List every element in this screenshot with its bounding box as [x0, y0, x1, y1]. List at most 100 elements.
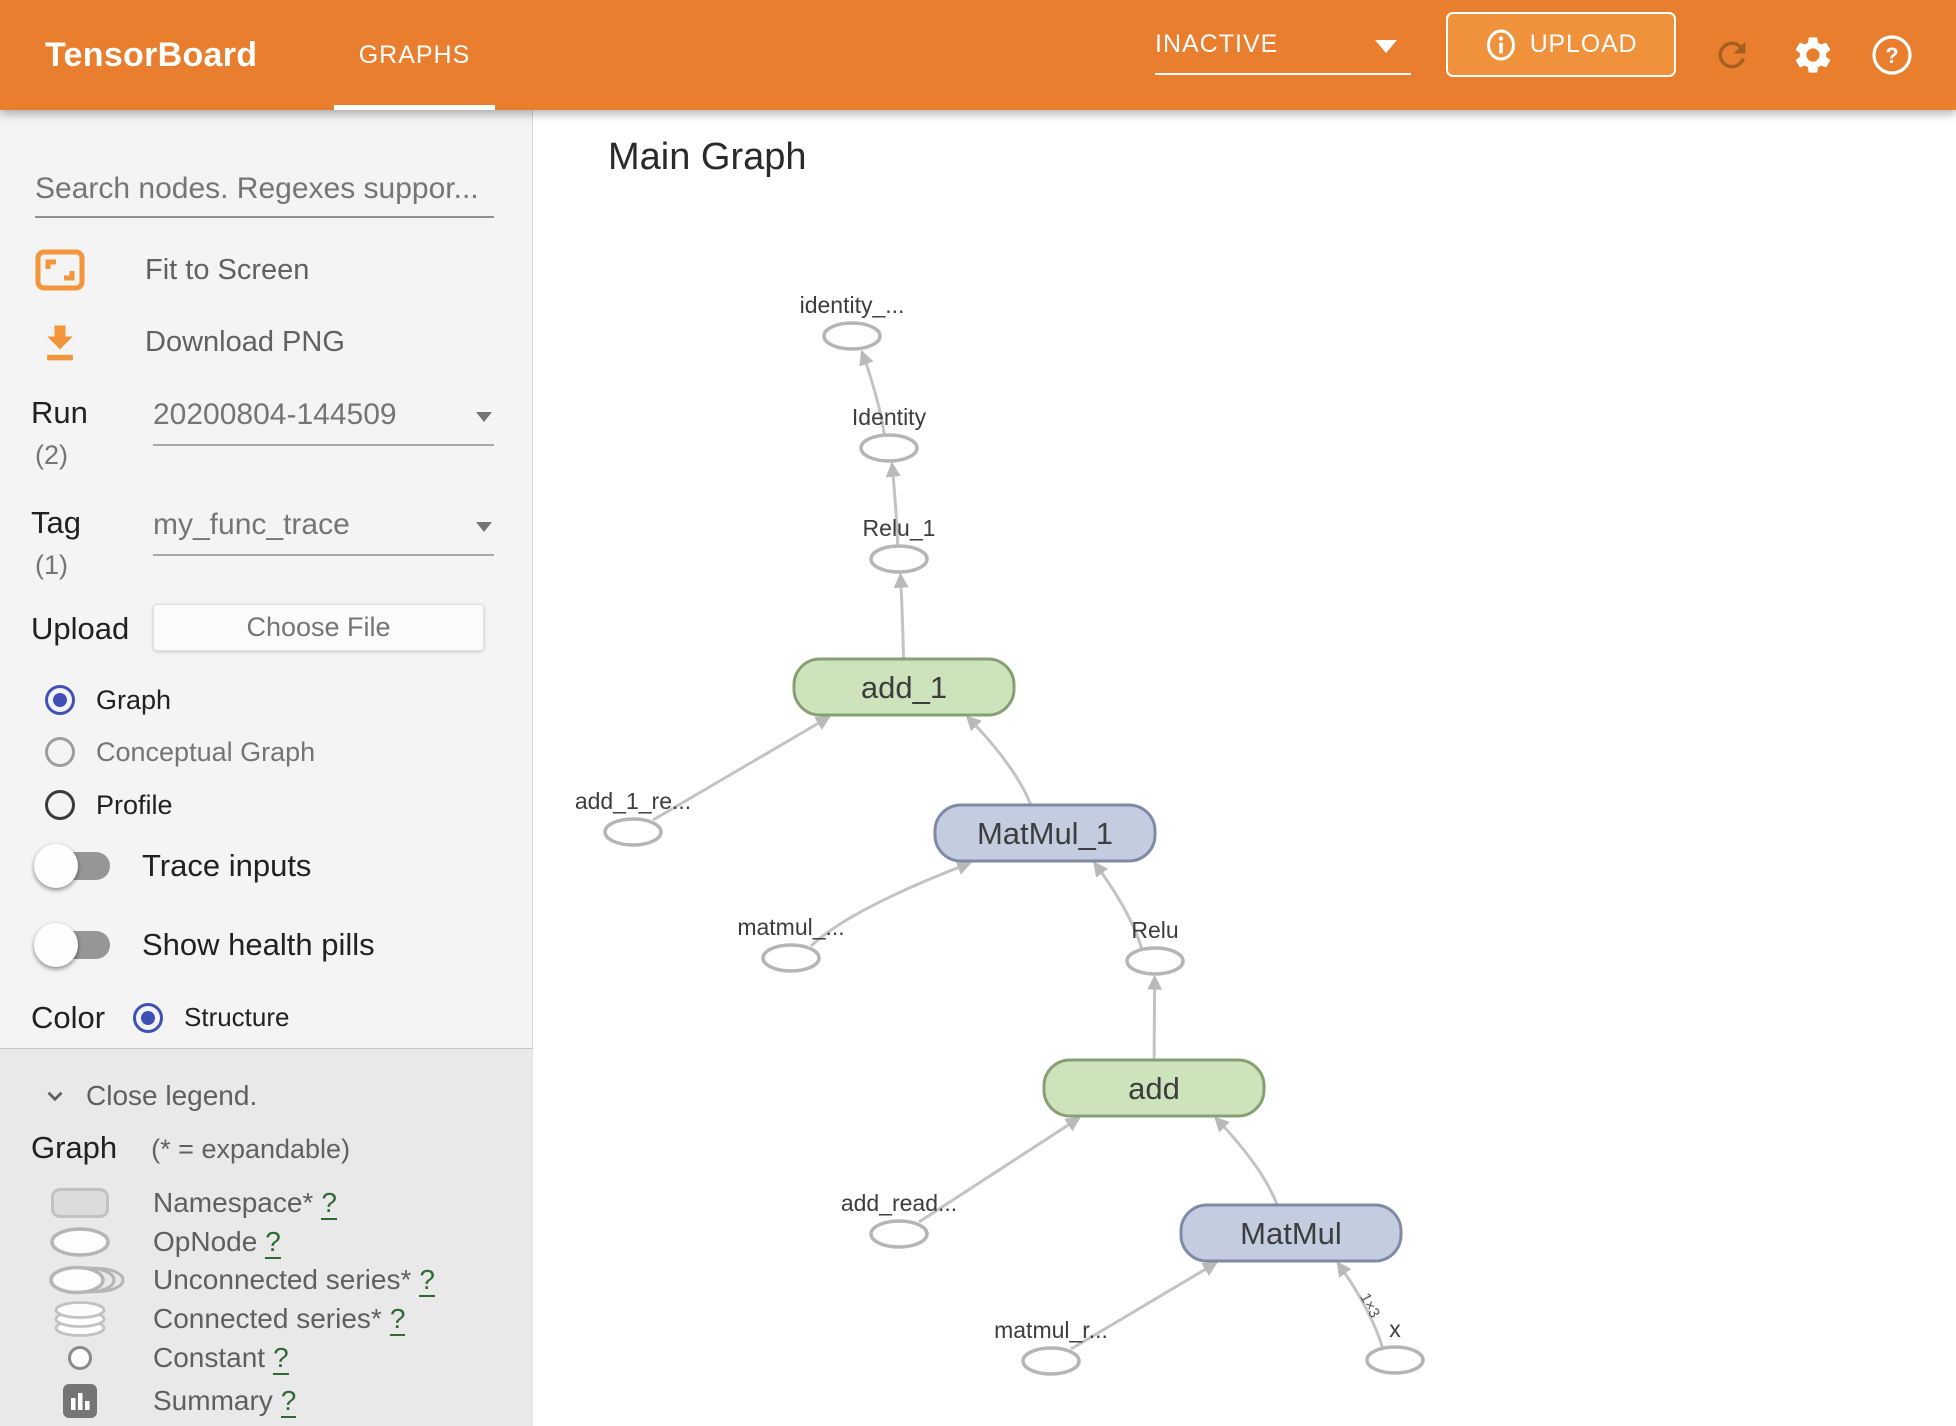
node-label: Identity	[852, 404, 927, 430]
tab-active-underline	[334, 105, 495, 110]
legend-item-summary: Summary?	[0, 1381, 533, 1421]
node-label: matmul_...	[737, 914, 844, 940]
tag-select[interactable]: my_func_trace	[153, 508, 494, 556]
legend-item-label: Constant	[153, 1342, 266, 1373]
help-link[interactable]: ?	[389, 1303, 406, 1336]
graph-node-add[interactable]: add	[1042, 1058, 1266, 1118]
graph-node-matmul_[interactable]: matmul_...	[737, 914, 845, 973]
graph-node-Relu[interactable]: Relu	[1125, 917, 1185, 976]
graph-node-MatMul[interactable]: MatMul	[1179, 1203, 1403, 1263]
view-option-profile[interactable]: Profile	[45, 790, 173, 820]
color-label: Color	[31, 1000, 106, 1035]
legend-heading: Graph (* = expandable)	[31, 1130, 350, 1170]
status-dropdown-underline	[1155, 73, 1411, 75]
legend-item-connected-series: Connected series*?	[0, 1299, 533, 1339]
run-label: Run	[31, 395, 88, 430]
view-option-graph[interactable]: Graph	[45, 685, 171, 715]
gear-icon	[1795, 37, 1831, 73]
namespace-shape-icon	[40, 1183, 120, 1223]
legend-expandable-note: (* = expandable)	[151, 1134, 351, 1164]
search-input[interactable]	[35, 162, 494, 218]
radio-unselected-icon	[45, 737, 75, 767]
opnode-shape-icon	[40, 1222, 120, 1262]
refresh-button[interactable]	[1712, 0, 1752, 110]
close-legend-button[interactable]: Close legend.	[42, 1076, 257, 1116]
download-png-label: Download PNG	[145, 325, 345, 358]
graph-node-add_read[interactable]: add_read...	[841, 1190, 957, 1249]
legend-item-namespace: Namespace*?	[0, 1183, 533, 1223]
graph-edge	[1093, 861, 1144, 950]
node-label: MatMul	[1240, 1216, 1342, 1251]
graph-edge	[1147, 974, 1163, 1061]
tag-label: Tag	[31, 505, 81, 540]
constant-shape-icon	[40, 1338, 120, 1378]
help-link[interactable]: ?	[273, 1342, 289, 1375]
chevron-down-icon	[47, 1091, 63, 1102]
chevron-down-icon	[476, 412, 492, 422]
node-label: x	[1389, 1316, 1401, 1342]
tag-count: (1)	[35, 550, 68, 580]
upload-button[interactable]: UPLOAD	[1446, 12, 1676, 77]
help-link[interactable]: ?	[419, 1264, 435, 1297]
graph-node-matmul_r[interactable]: matmul_r...	[994, 1317, 1108, 1376]
help-button[interactable]: ?	[1870, 0, 1914, 110]
run-select[interactable]: 20200804-144509	[153, 398, 494, 446]
graph-node-add_1[interactable]: add_1	[792, 657, 1016, 717]
help-icon: ?	[1872, 35, 1912, 75]
computation-graph-canvas[interactable]: 1×3identity_...IdentityRelu_1add_1add_1_…	[534, 110, 1956, 1426]
help-link[interactable]: ?	[280, 1385, 297, 1418]
tab-graphs[interactable]: GRAPHS	[358, 40, 471, 69]
settings-button[interactable]	[1791, 0, 1835, 110]
run-select-underline	[153, 444, 494, 446]
view-option-label: Graph	[96, 684, 172, 715]
legend-item-label: OpNode	[153, 1226, 258, 1257]
tag-select-value: my_func_trace	[153, 508, 350, 541]
choose-file-button[interactable]: Choose File	[153, 604, 484, 651]
graph-node-add_1_re[interactable]: add_1_re...	[575, 788, 691, 847]
graph-edge	[652, 715, 831, 822]
status-dropdown-value: INACTIVE	[1155, 30, 1279, 58]
run-count: (2)	[35, 440, 68, 470]
graph-edge	[1070, 1261, 1218, 1351]
fit-to-screen-button[interactable]: Fit to Screen	[35, 247, 309, 293]
trace-inputs-toggle[interactable]: Trace inputs	[34, 844, 311, 888]
info-icon	[1486, 29, 1515, 60]
chevron-down-icon	[476, 522, 492, 532]
legend-item-unconnected-series: Unconnected series*?	[0, 1260, 533, 1300]
status-dropdown[interactable]: INACTIVE	[1155, 0, 1411, 110]
show-health-pills-label: Show health pills	[142, 927, 375, 962]
legend-item-label: Connected series*	[153, 1303, 382, 1334]
upload-label: Upload	[31, 611, 130, 646]
view-option-conceptual-graph[interactable]: Conceptual Graph	[45, 737, 315, 767]
graph-node-Relu_1[interactable]: Relu_1	[863, 515, 936, 574]
summary-shape-icon	[40, 1381, 120, 1421]
graph-edge	[809, 860, 973, 948]
legend-item-constant: Constant?	[0, 1338, 533, 1378]
tag-select-underline	[153, 554, 494, 556]
help-link[interactable]: ?	[321, 1187, 337, 1220]
graph-edge	[893, 572, 909, 660]
close-legend-label: Close legend.	[86, 1080, 258, 1111]
help-link[interactable]: ?	[265, 1226, 281, 1259]
graph-node-MatMul_1[interactable]: MatMul_1	[933, 803, 1157, 863]
main-graph-title: Main Graph	[608, 136, 807, 178]
graph-edge	[918, 1116, 1081, 1224]
node-label: add_read...	[841, 1190, 957, 1216]
download-png-button[interactable]: Download PNG	[35, 319, 345, 365]
connected-series-shape-icon	[40, 1299, 120, 1339]
show-health-pills-toggle[interactable]: Show health pills	[34, 923, 375, 967]
sidebar: Fit to Screen Download PNG Run (2) 20200…	[0, 110, 533, 1426]
graph-node-Identity[interactable]: Identity	[852, 404, 927, 463]
node-label: add	[1128, 1071, 1180, 1106]
view-option-label: Conceptual Graph	[96, 736, 316, 767]
graph-edge	[885, 461, 901, 548]
legend-item-label: Namespace*	[153, 1187, 314, 1218]
node-label: Relu_1	[863, 515, 936, 541]
node-label: add_1_re...	[575, 788, 691, 814]
legend-panel: Close legend. Graph (* = expandable) Nam…	[0, 1048, 533, 1426]
graph-node-identity_out[interactable]: identity_...	[800, 292, 905, 351]
legend-heading-title: Graph	[31, 1130, 118, 1165]
color-option-structure[interactable]: Structure	[133, 1002, 290, 1033]
graph-node-x[interactable]: x	[1365, 1316, 1425, 1375]
